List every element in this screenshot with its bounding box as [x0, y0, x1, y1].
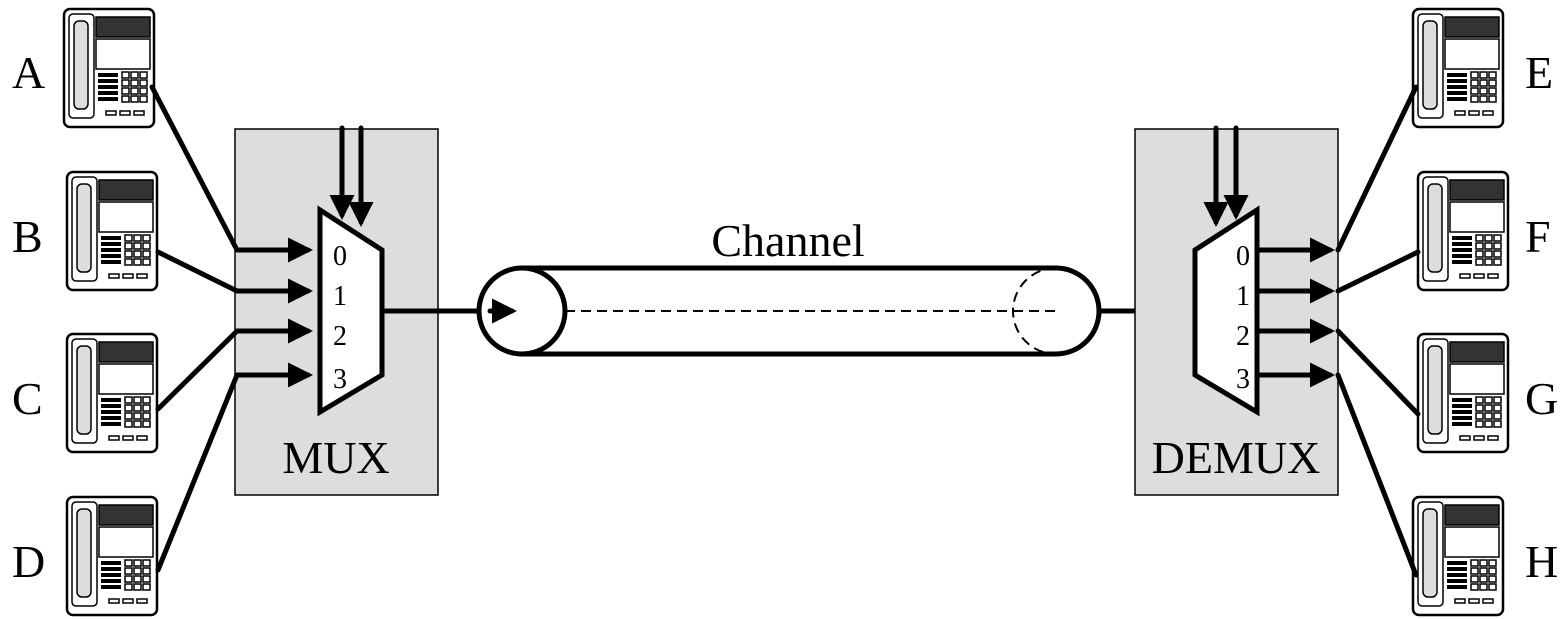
phone-a: A: [12, 7, 156, 129]
telephone-icon: [1416, 332, 1510, 454]
demux-block: 0 1 2 3 DEMUX: [1134, 125, 1339, 496]
phone-b: B: [12, 170, 159, 292]
phone-label-f: F: [1525, 211, 1551, 262]
telephone-icon: [1411, 7, 1505, 129]
phone-label-b: B: [12, 211, 43, 262]
wire-demux-to-e: [1335, 84, 1419, 253]
phone-c: C: [12, 332, 159, 454]
wire-d-to-mux: [155, 362, 313, 573]
wire-a-to-mux: [149, 84, 313, 263]
telephone-icon: [62, 7, 156, 129]
demux-trapezoid: [1192, 205, 1260, 417]
wire-demux-to-h: [1335, 372, 1419, 578]
phone-g: G: [1416, 332, 1558, 454]
phone-h: H: [1411, 495, 1558, 617]
phone-label-g: G: [1525, 373, 1558, 424]
wire-demux-to-f: [1335, 249, 1421, 294]
demux-port-3: 3: [1236, 364, 1250, 395]
phone-label-e: E: [1525, 47, 1553, 98]
telephone-icon: [1411, 495, 1505, 617]
channel-pipe: Channel: [476, 215, 1102, 357]
phone-label-a: A: [12, 47, 45, 98]
wire-c-to-mux: [155, 318, 313, 412]
phone-label-d: D: [12, 536, 45, 587]
mux-label: MUX: [282, 432, 389, 483]
mux-trapezoid: [317, 205, 385, 417]
mux-port-2: 2: [333, 321, 347, 352]
mux-port-3: 3: [333, 364, 347, 395]
phone-f: F: [1416, 170, 1551, 292]
phone-d: D: [12, 495, 159, 617]
phone-label-c: C: [12, 373, 43, 424]
mux-port-0: 0: [333, 241, 347, 272]
demux-port-0: 0: [1236, 241, 1250, 272]
phone-label-h: H: [1525, 536, 1558, 587]
channel-label: Channel: [711, 215, 864, 266]
wire-b-to-mux: [155, 249, 313, 304]
telephone-icon: [65, 495, 159, 617]
phone-e: E: [1411, 7, 1553, 129]
telephone-icon: [1416, 170, 1510, 292]
demux-label: DEMUX: [1152, 432, 1321, 483]
demux-port-1: 1: [1236, 281, 1250, 312]
mux-port-1: 1: [333, 281, 347, 312]
demux-port-2: 2: [1236, 321, 1250, 352]
telephone-icon: [65, 170, 159, 292]
wire-demux-to-g: [1335, 328, 1421, 417]
telephone-icon: [65, 332, 159, 454]
